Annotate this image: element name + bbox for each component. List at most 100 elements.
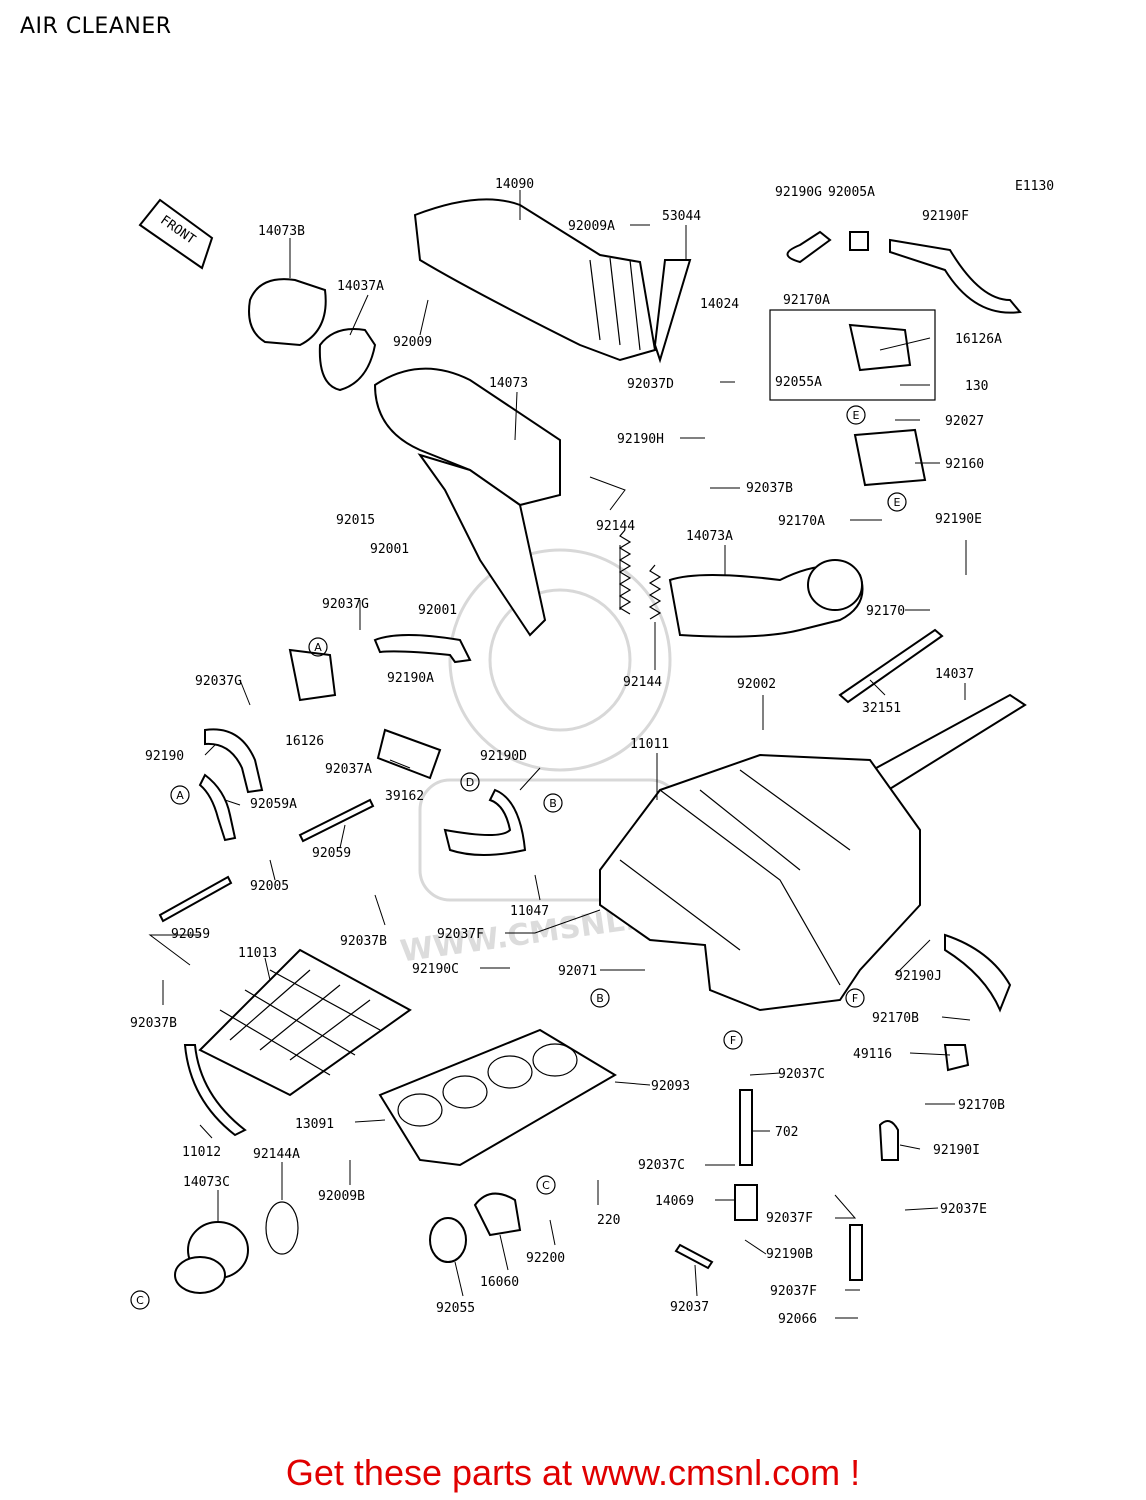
ref-marker-b[interactable]: B: [543, 793, 563, 813]
part-label[interactable]: 14073B: [258, 224, 305, 239]
ref-marker-f[interactable]: F: [845, 988, 865, 1008]
part-label[interactable]: 14037: [935, 667, 974, 682]
svg-text:C: C: [136, 1294, 144, 1307]
part-label[interactable]: 92190E: [935, 512, 982, 527]
part-label[interactable]: 92066: [778, 1312, 817, 1327]
reference-markers: A A B B C C D E E F F: [130, 405, 907, 1310]
svg-text:F: F: [730, 1034, 736, 1047]
part-label[interactable]: 92005: [250, 879, 289, 894]
part-label[interactable]: 92015: [336, 513, 375, 528]
part-label[interactable]: 92037F: [766, 1211, 813, 1226]
svg-text:E: E: [853, 409, 860, 422]
part-label[interactable]: 92037C: [638, 1158, 685, 1173]
part-label[interactable]: 49116: [853, 1047, 892, 1062]
part-label[interactable]: 220: [597, 1213, 620, 1228]
part-label[interactable]: 92170A: [783, 293, 830, 308]
part-label[interactable]: 92170B: [872, 1011, 919, 1026]
part-label[interactable]: 92005A: [828, 185, 875, 200]
part-label[interactable]: 92190J: [895, 969, 942, 984]
front-arrow-icon: FRONT: [138, 198, 214, 270]
ref-marker-e[interactable]: E: [887, 492, 907, 512]
part-label[interactable]: 92002: [737, 677, 776, 692]
svg-text:E: E: [894, 496, 901, 509]
part-label[interactable]: 92170B: [958, 1098, 1005, 1113]
part-label[interactable]: 16126A: [955, 332, 1002, 347]
part-label[interactable]: 92037G: [195, 674, 242, 689]
part-label[interactable]: 14073C: [183, 1175, 230, 1190]
part-label[interactable]: 92059: [171, 927, 210, 942]
part-label[interactable]: 92037B: [130, 1016, 177, 1031]
part-label[interactable]: 92190A: [387, 671, 434, 686]
part-label[interactable]: 92009B: [318, 1189, 365, 1204]
part-label[interactable]: 53044: [662, 209, 701, 224]
part-label[interactable]: 92055: [436, 1301, 475, 1316]
ref-marker-b[interactable]: B: [590, 988, 610, 1008]
ref-marker-c[interactable]: C: [130, 1290, 150, 1310]
part-label[interactable]: 14090: [495, 177, 534, 192]
part-label[interactable]: 11011: [630, 737, 669, 752]
part-label[interactable]: 92037B: [746, 481, 793, 496]
part-label[interactable]: 92093: [651, 1079, 690, 1094]
part-label[interactable]: 92190G: [775, 185, 822, 200]
part-label[interactable]: 92190: [145, 749, 184, 764]
ref-marker-c[interactable]: C: [536, 1175, 556, 1195]
part-label[interactable]: 11047: [510, 904, 549, 919]
part-label[interactable]: 39162: [385, 789, 424, 804]
svg-text:F: F: [852, 992, 858, 1005]
part-label[interactable]: 92190I: [933, 1143, 980, 1158]
svg-text:B: B: [596, 992, 604, 1005]
part-label[interactable]: 92037G: [322, 597, 369, 612]
part-label[interactable]: 92037: [670, 1300, 709, 1315]
ref-marker-d[interactable]: D: [460, 772, 480, 792]
ref-marker-f[interactable]: F: [723, 1030, 743, 1050]
part-label[interactable]: 92190H: [617, 432, 664, 447]
ref-marker-e[interactable]: E: [846, 405, 866, 425]
part-label[interactable]: 92037F: [770, 1284, 817, 1299]
part-label[interactable]: 92170: [866, 604, 905, 619]
part-label[interactable]: 92144A: [253, 1147, 300, 1162]
part-label[interactable]: 14069: [655, 1194, 694, 1209]
part-label[interactable]: 92059A: [250, 797, 297, 812]
part-label[interactable]: 130: [965, 379, 988, 394]
part-label[interactable]: 92170A: [778, 514, 825, 529]
part-label[interactable]: 92190C: [412, 962, 459, 977]
part-label[interactable]: 92037B: [340, 934, 387, 949]
part-label[interactable]: 92037E: [940, 1202, 987, 1217]
ref-marker-a[interactable]: A: [308, 637, 328, 657]
part-label[interactable]: 92001: [418, 603, 457, 618]
part-label[interactable]: 16060: [480, 1275, 519, 1290]
part-label[interactable]: 16126: [285, 734, 324, 749]
part-label[interactable]: 92009: [393, 335, 432, 350]
part-label[interactable]: 14037A: [337, 279, 384, 294]
part-label[interactable]: 702: [775, 1125, 798, 1140]
part-label[interactable]: 92055A: [775, 375, 822, 390]
footer-link-text[interactable]: Get these parts at www.cmsnl.com !: [285, 1452, 861, 1493]
part-label[interactable]: 92037A: [325, 762, 372, 777]
part-label[interactable]: 92190B: [766, 1247, 813, 1262]
part-labels: 14090 92009A 53044 92190G 92005A 92190F …: [130, 177, 1005, 1327]
part-label[interactable]: 92144: [596, 519, 635, 534]
part-label[interactable]: 92009A: [568, 219, 615, 234]
part-label[interactable]: 32151: [862, 701, 901, 716]
part-label[interactable]: 92037F: [437, 927, 484, 942]
ref-marker-a[interactable]: A: [170, 785, 190, 805]
part-label[interactable]: 92027: [945, 414, 984, 429]
part-label[interactable]: 13091: [295, 1117, 334, 1132]
part-label[interactable]: 14073: [489, 376, 528, 391]
part-label[interactable]: 92071: [558, 964, 597, 979]
part-label[interactable]: 92160: [945, 457, 984, 472]
part-label[interactable]: 14024: [700, 297, 739, 312]
part-label[interactable]: 92144: [623, 675, 662, 690]
part-label[interactable]: 11012: [182, 1145, 221, 1160]
part-label[interactable]: 92059: [312, 846, 351, 861]
part-label[interactable]: 14073A: [686, 529, 733, 544]
part-label[interactable]: 92037C: [778, 1067, 825, 1082]
part-label[interactable]: 11013: [238, 946, 277, 961]
svg-text:A: A: [314, 641, 322, 654]
part-label[interactable]: 92001: [370, 542, 409, 557]
part-label[interactable]: 92190D: [480, 749, 527, 764]
part-label[interactable]: 92200: [526, 1251, 565, 1266]
part-label[interactable]: 92037D: [627, 377, 674, 392]
part-label[interactable]: 92190F: [922, 209, 969, 224]
page-title: AIR CLEANER: [20, 14, 172, 39]
